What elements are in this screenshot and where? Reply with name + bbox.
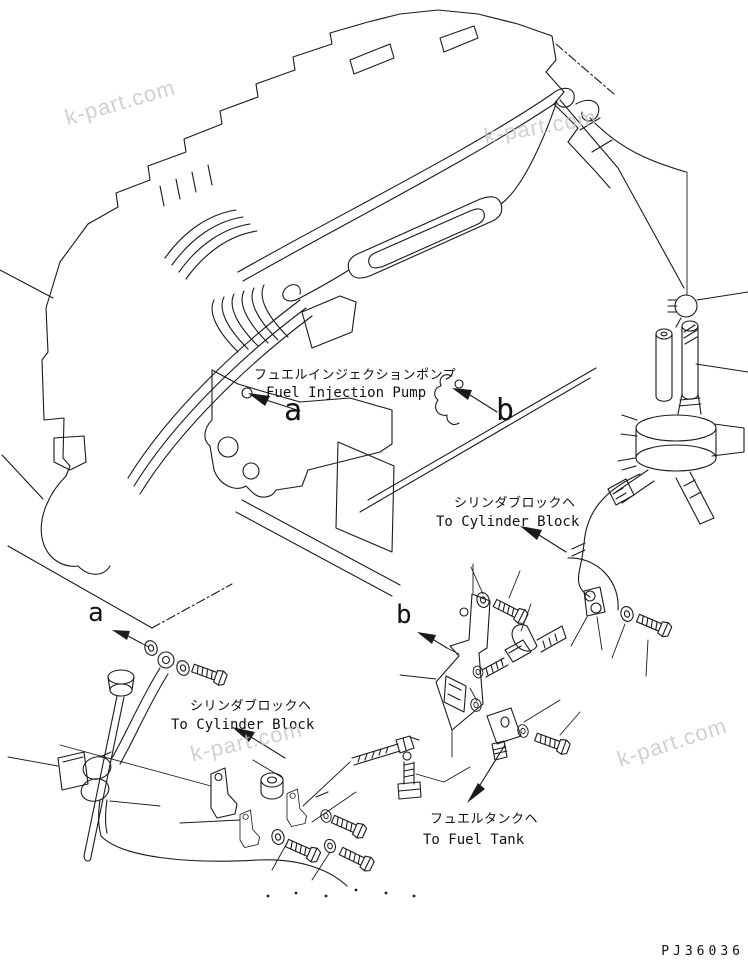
ref-label-a-upper: a [284, 393, 303, 428]
fuel-injection-lines [127, 87, 687, 495]
label-fuel-injection-pump-jp: フュエルインジェクションポンプ [254, 368, 457, 383]
label-to-fuel-tank-jp: フュエルタンクヘ [430, 812, 539, 827]
dipstick-assembly [83, 651, 348, 887]
label-to-fuel-tank-en: To Fuel Tank [423, 832, 525, 848]
fuel-filter-assembly [607, 171, 748, 525]
bracket-plate-assembly [399, 563, 567, 758]
clamp-assembly [7, 751, 161, 807]
engine-outline [0, 9, 685, 629]
label-to-cylinder-block-upper-jp: シリンダブロックヘ [454, 496, 576, 511]
label-to-cylinder-block-lower-jp: シリンダブロックヘ [190, 699, 312, 714]
ref-label-a-lower: a [88, 598, 104, 628]
label-to-cylinder-block-lower-en: To Cylinder Block [171, 717, 315, 733]
label-to-cylinder-block-upper-en: To Cylinder Block [436, 514, 580, 530]
label-fuel-injection-pump-en: Fuel Injection Pump [266, 385, 427, 401]
callout-arrows [112, 388, 567, 803]
injection-pump [204, 284, 464, 498]
ref-label-b-lower: b [396, 600, 412, 630]
hardware-bolts-washers-brackets [59, 590, 674, 898]
hose-and-clip [567, 473, 649, 677]
ref-label-b-upper: b [496, 393, 515, 428]
part-number: PJ36036 [661, 944, 744, 959]
